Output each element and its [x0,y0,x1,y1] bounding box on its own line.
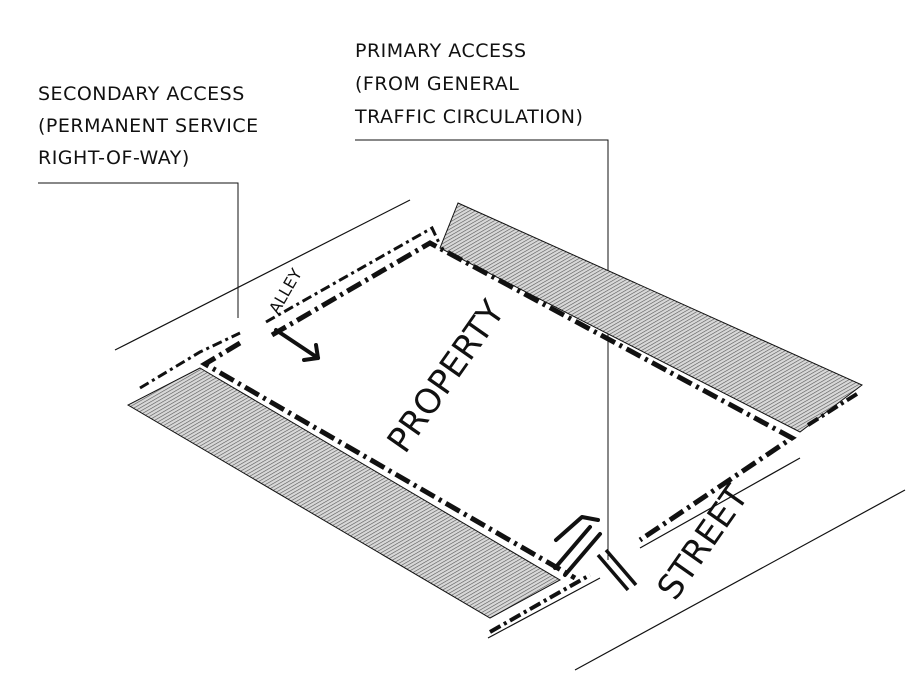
alley-label: ALLEY [265,265,306,317]
secondary-access-label-1: SECONDARY ACCESS [38,83,245,105]
secondary-leader-line [38,182,239,318]
primary-leader-line [355,139,609,560]
primary-access-label-2: (FROM GENERAL [355,73,519,95]
property-label: PROPERTY [380,293,514,460]
alley-edge-line [114,199,411,351]
street-near-line-b [639,457,801,549]
primary-access-label-3: TRAFFIC CIRCULATION) [354,106,583,128]
neighbor-lot-bottom-left [126,367,562,619]
street-near-line-a [487,577,601,639]
secondary-access-label-3: RIGHT-OF-WAY) [38,147,190,169]
secondary-access-arrow-icon [274,328,320,362]
street-access-gate-icon [596,548,638,592]
secondary-access-label-2: (PERMANENT SERVICE [38,115,259,137]
primary-access-label-1: PRIMARY ACCESS [355,40,527,62]
street-far-line [574,489,906,671]
neighbor-lot-top-right [439,202,863,433]
primary-access-arrow-icon [553,515,602,577]
property-boundary [139,225,862,634]
